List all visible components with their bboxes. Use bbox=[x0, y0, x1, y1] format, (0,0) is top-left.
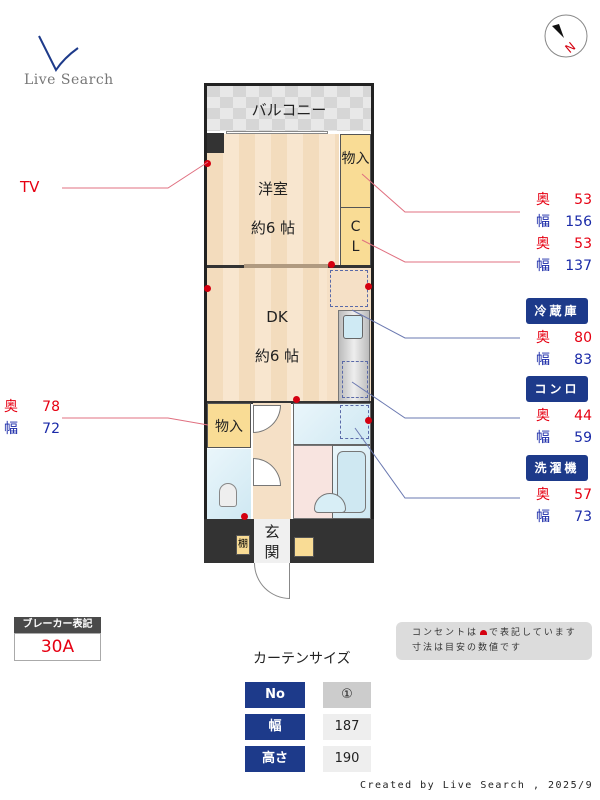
sliding-door bbox=[244, 264, 328, 268]
outlet-icon bbox=[293, 396, 300, 403]
balcony bbox=[207, 86, 371, 131]
closet bbox=[340, 207, 371, 267]
breaker-value: 30A bbox=[14, 633, 101, 661]
outlet-icon bbox=[204, 160, 211, 167]
storage-left-label: 物入 bbox=[215, 419, 243, 435]
toilet-icon bbox=[219, 483, 237, 507]
breaker-label: ブレーカー表記 bbox=[14, 617, 101, 633]
balcony-label: バルコニー bbox=[251, 101, 327, 119]
curtain-header-no: No bbox=[245, 682, 305, 708]
stove-space bbox=[342, 361, 368, 398]
shelf: 棚 bbox=[236, 535, 250, 555]
closet-c: C bbox=[350, 219, 361, 235]
outlet-icon bbox=[204, 285, 211, 292]
outlet-icon bbox=[328, 261, 335, 268]
sink bbox=[343, 315, 363, 339]
tv-label: TV bbox=[20, 178, 40, 196]
outlet-icon bbox=[365, 417, 372, 424]
entrance-2: 関 bbox=[264, 543, 280, 561]
dk-size: 約6 帖 bbox=[254, 347, 300, 365]
shoe-box bbox=[294, 537, 314, 557]
storage-top bbox=[340, 134, 371, 208]
stove-badge: コンロ bbox=[526, 376, 588, 402]
curtain-value-height: 190 bbox=[323, 746, 371, 772]
outlet-icon bbox=[241, 513, 248, 520]
logo-mark-icon bbox=[38, 35, 79, 72]
outlet-icon bbox=[365, 283, 372, 290]
closet-l: L bbox=[351, 239, 360, 255]
fridge-badge: 冷蔵庫 bbox=[526, 298, 588, 324]
western-room-name: 洋室 bbox=[257, 180, 288, 198]
floorplan: バルコニー ① 洋室 約6 帖 物入 C L DK 約6 帖 物入 玄 関 棚 bbox=[204, 83, 376, 623]
curtain-header-height: 高さ bbox=[245, 746, 305, 772]
western-room bbox=[207, 134, 339, 267]
balcony-window bbox=[226, 131, 328, 134]
curtain-header-width: 幅 bbox=[245, 714, 305, 740]
legend-note: コンセントはで表記しています 寸法は目安の数値です bbox=[396, 622, 592, 660]
storage-top-label: 物入 bbox=[341, 151, 370, 167]
entrance bbox=[254, 519, 290, 563]
dk-name: DK bbox=[266, 308, 288, 326]
curtain-title: カーテンサイズ bbox=[253, 651, 351, 667]
curtain-table: No ① 幅 187 高さ 190 bbox=[245, 682, 371, 772]
curtain-value-no: ① bbox=[323, 682, 371, 708]
logo-text: Live Search bbox=[24, 72, 114, 88]
footer-credit: Created by Live Search , 2025/9 bbox=[360, 780, 594, 791]
breaker-box: ブレーカー表記 30A bbox=[14, 617, 101, 661]
curtain-value-width: 187 bbox=[323, 714, 371, 740]
washer-badge: 洗濯機 bbox=[526, 455, 588, 481]
compass-icon: N bbox=[544, 14, 588, 58]
storage-left bbox=[207, 403, 251, 448]
western-room-size: 約6 帖 bbox=[250, 219, 296, 237]
entrance-1: 玄 bbox=[264, 523, 280, 541]
dk-room bbox=[207, 268, 327, 402]
outlet-legend-icon bbox=[480, 630, 488, 635]
